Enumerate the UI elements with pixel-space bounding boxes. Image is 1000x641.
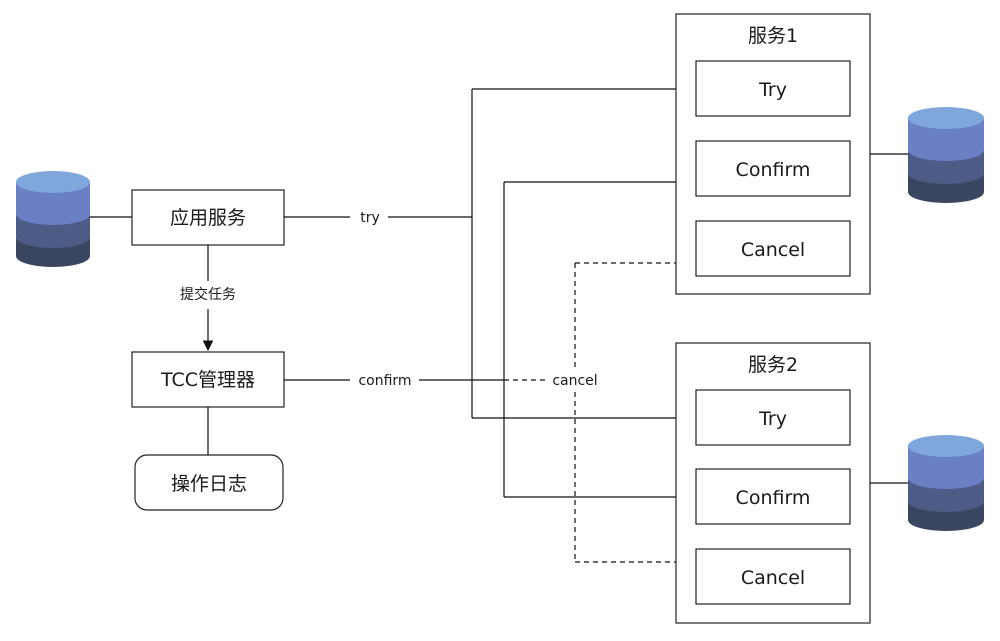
service1-cancel-box: [695, 220, 851, 277]
service2-try-box: [695, 389, 851, 446]
op-log-node: 操作日志: [134, 454, 284, 511]
service1-title: 服务1: [748, 25, 798, 47]
app-service-label: 应用服务: [170, 207, 246, 229]
service2-title: 服务2: [748, 354, 798, 376]
left-database-icon: [16, 171, 90, 267]
tcc-manager-label: TCC管理器: [160, 369, 255, 391]
service2-try-label: Try: [758, 408, 787, 430]
service2-cancel-label: Cancel: [741, 567, 805, 589]
service2-cancel-box: [695, 548, 851, 605]
service1-container: 服务1 Try Confirm Cancel: [675, 13, 871, 295]
try-edge-label: try: [360, 210, 380, 226]
service1-confirm-box: [695, 140, 851, 197]
submit-task-label: 提交任务: [180, 286, 236, 303]
service1-cancel-label: Cancel: [741, 239, 805, 261]
service1-try-box: [695, 60, 851, 117]
confirm-edge-label: confirm: [358, 373, 411, 389]
service1-try-label: Try: [758, 79, 787, 101]
service2-confirm-box: [695, 468, 851, 525]
service1-confirm-label: Confirm: [736, 159, 811, 181]
tcc-manager-node: TCC管理器: [131, 351, 285, 408]
op-log-label: 操作日志: [171, 473, 247, 495]
service2-confirm-label: Confirm: [736, 487, 811, 509]
service2-container: 服务2 Try Confirm Cancel: [675, 342, 871, 624]
cancel-edge-label: cancel: [552, 373, 597, 389]
service2-database-icon: [908, 435, 984, 531]
app-service-node: 应用服务: [131, 189, 285, 246]
service1-database-icon: [908, 107, 984, 203]
